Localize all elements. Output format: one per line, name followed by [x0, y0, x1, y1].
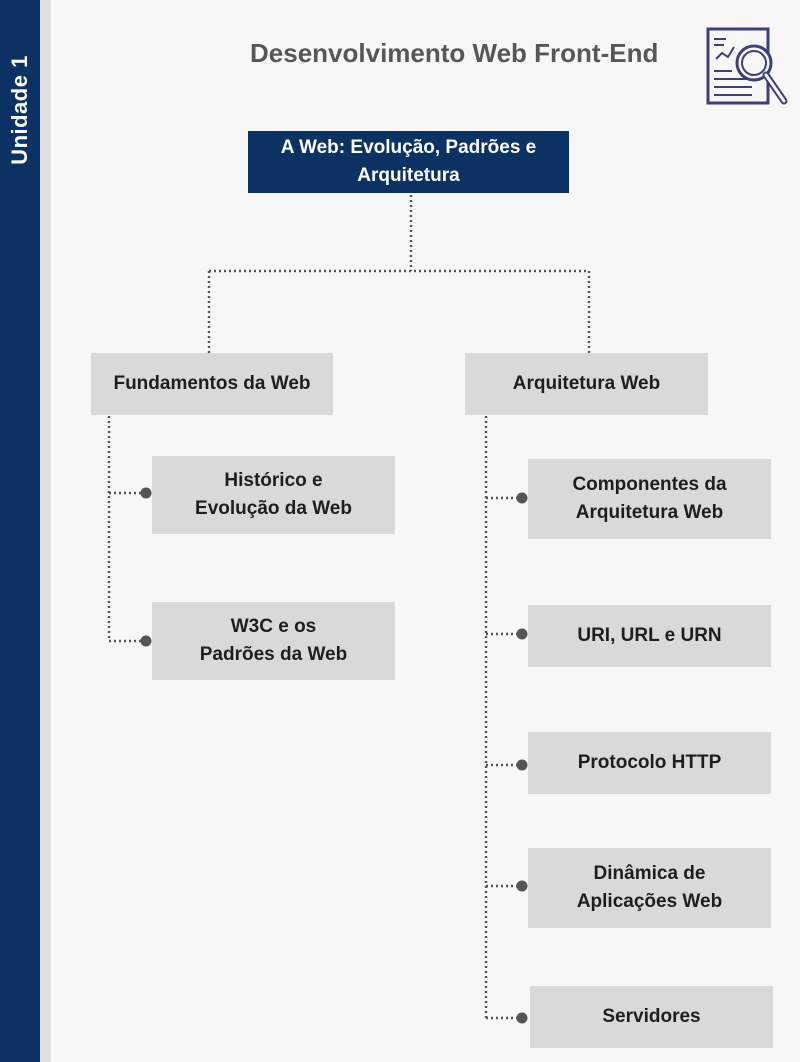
node-label: Servidores [602, 1006, 701, 1027]
root-node: A Web: Evolução, Padrões e Arquitetura [248, 131, 569, 193]
node-historico-evolucao: Histórico e Evolução da Web [152, 456, 395, 534]
node-label: URI, URL e URN [577, 625, 722, 646]
root-to-branches-connector [207, 195, 591, 353]
node-protocolo-http: Protocolo HTTP [528, 732, 771, 794]
connector-dot [140, 487, 152, 499]
node-label: Componentes da Arquitetura Web [572, 474, 727, 523]
node-uri-url-urn: URI, URL e URN [528, 605, 771, 667]
connector-dot [140, 635, 152, 647]
connector-dot [516, 628, 528, 640]
node-componentes-arquitetura: Componentes da Arquitetura Web [528, 459, 771, 539]
connector-dot [516, 759, 528, 771]
node-label: Histórico e Evolução da Web [195, 470, 352, 519]
branch-fundamentos-da-web: Fundamentos da Web [91, 353, 333, 415]
node-w3c-padroes: W3C e os Padrões da Web [152, 602, 395, 680]
side-band-gap [40, 0, 51, 1062]
connector-dot [516, 1012, 528, 1024]
connector-dot [516, 492, 528, 504]
node-label: Dinâmica de Aplicações Web [576, 863, 723, 912]
branch-label: Fundamentos da Web [113, 373, 311, 394]
root-node-label: A Web: Evolução, Padrões e Arquitetura [280, 137, 537, 186]
node-label: Protocolo HTTP [577, 752, 722, 773]
branch-label: Arquitetura Web [512, 373, 661, 394]
node-label: W3C e os Padrões da Web [199, 616, 348, 665]
side-band [0, 0, 40, 1062]
page-title: Desenvolvimento Web Front-End [250, 38, 659, 68]
document-analysis-icon [706, 27, 788, 105]
node-dinamica-aplicacoes: Dinâmica de Aplicações Web [528, 848, 771, 928]
branch-arquitetura-web: Arquitetura Web [465, 353, 708, 415]
node-servidores: Servidores [530, 986, 773, 1048]
connector-dot [516, 880, 528, 892]
